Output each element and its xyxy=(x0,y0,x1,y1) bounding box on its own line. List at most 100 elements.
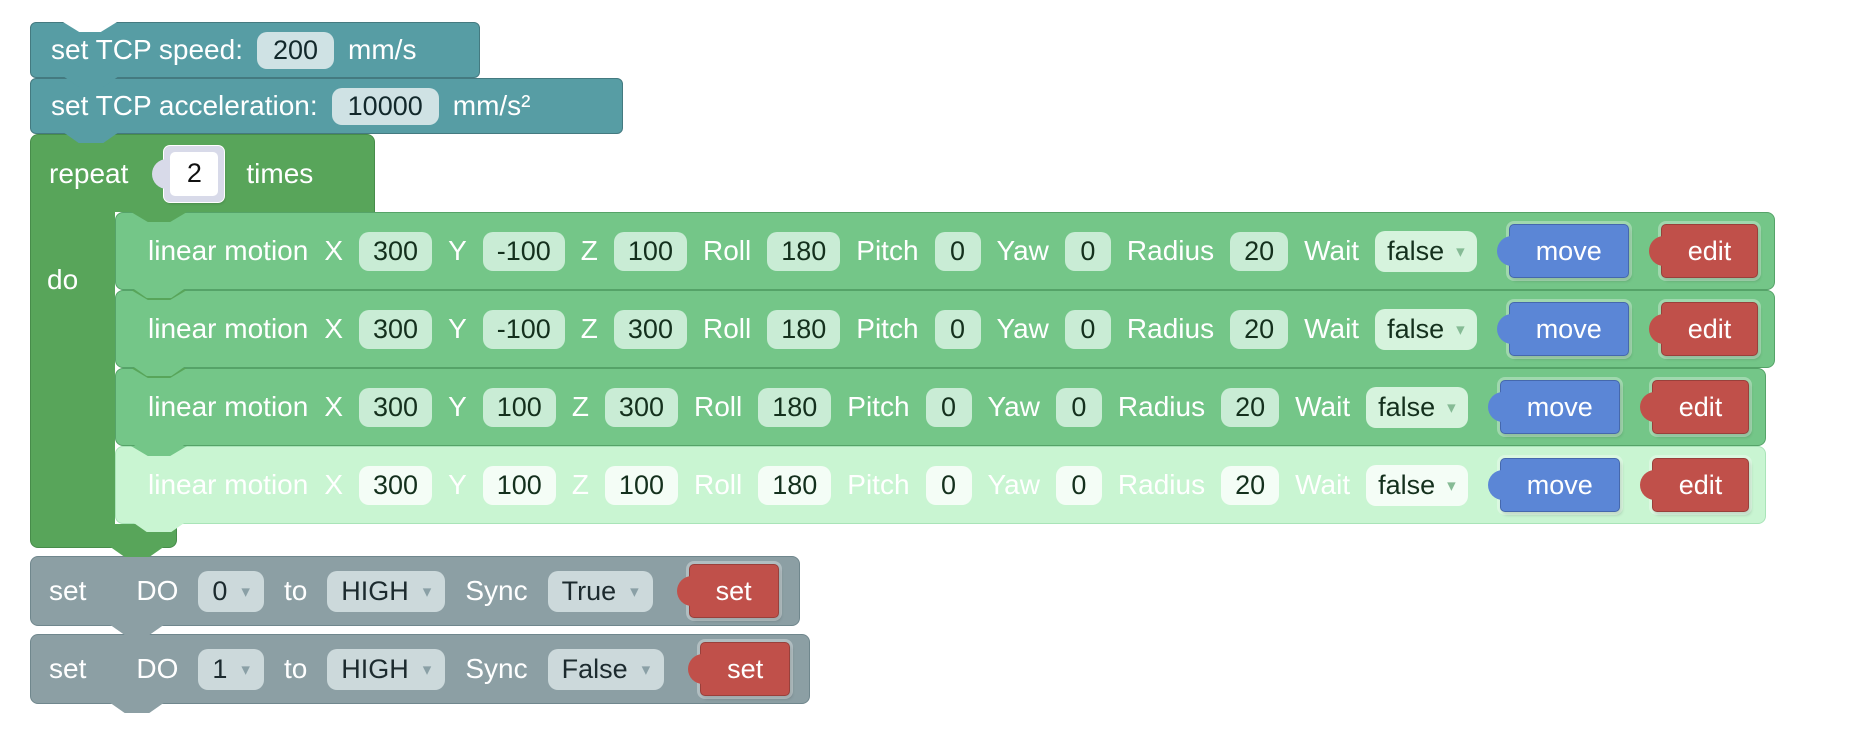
wait-dropdown[interactable]: false ▾ xyxy=(1375,230,1477,272)
x-field[interactable]: 300 xyxy=(359,231,433,271)
do-port-dropdown[interactable]: 1 ▾ xyxy=(198,648,264,690)
wait-dropdown[interactable]: false ▾ xyxy=(1375,308,1477,350)
edit-button[interactable]: edit xyxy=(1651,380,1750,434)
repeat-header[interactable]: repeat 2 times xyxy=(30,134,375,212)
radius-field[interactable]: 20 xyxy=(1221,465,1280,505)
roll-label: Roll xyxy=(702,313,752,344)
yaw-label: Yaw xyxy=(996,313,1049,344)
z-field[interactable]: 300 xyxy=(604,387,678,427)
block-set-tcp-acceleration[interactable]: set TCP acceleration: 10000 mm/s² xyxy=(30,78,623,143)
z-label: Z xyxy=(580,313,598,344)
wait-dropdown[interactable]: false ▾ xyxy=(1366,386,1468,428)
yaw-field[interactable]: 0 xyxy=(1064,231,1111,271)
sync-value: False xyxy=(561,653,628,684)
tcp-speed-value-field[interactable]: 200 xyxy=(256,31,335,69)
move-button[interactable]: move xyxy=(1508,224,1629,278)
z-label: Z xyxy=(571,469,589,500)
do-port-dropdown[interactable]: 0 ▾ xyxy=(198,570,264,612)
repeat-count-input[interactable]: 2 xyxy=(164,145,225,202)
pitch-label: Pitch xyxy=(856,313,919,344)
x-label: X xyxy=(324,235,343,266)
wait-value: false xyxy=(1387,313,1445,344)
x-field[interactable]: 300 xyxy=(359,309,433,349)
z-field[interactable]: 100 xyxy=(613,231,687,271)
y-field[interactable]: -100 xyxy=(482,231,565,271)
yaw-field[interactable]: 0 xyxy=(1064,309,1111,349)
edit-button[interactable]: edit xyxy=(1651,458,1750,512)
connector-tab xyxy=(131,521,187,532)
z-field[interactable]: 300 xyxy=(613,309,687,349)
block-set-do-1[interactable]: set DO 1 ▾ to HIGH ▾ Sync False ▾ set xyxy=(30,634,810,713)
wait-label: Wait xyxy=(1295,469,1351,500)
sync-dropdown[interactable]: False ▾ xyxy=(547,648,665,690)
level-dropdown[interactable]: HIGH ▾ xyxy=(327,570,446,612)
yaw-label: Yaw xyxy=(987,469,1040,500)
connector-tab xyxy=(131,365,187,376)
z-label: Z xyxy=(580,235,598,266)
pitch-label: Pitch xyxy=(847,391,910,422)
set-button[interactable]: set xyxy=(700,642,791,696)
wait-label: Wait xyxy=(1304,235,1360,266)
yaw-field[interactable]: 0 xyxy=(1055,387,1102,427)
roll-label: Roll xyxy=(693,469,743,500)
edit-button[interactable]: edit xyxy=(1660,224,1759,278)
wait-dropdown[interactable]: false ▾ xyxy=(1366,464,1468,506)
roll-field[interactable]: 180 xyxy=(767,309,841,349)
connector-tab xyxy=(63,76,119,87)
yaw-field[interactable]: 0 xyxy=(1055,465,1102,505)
move-button[interactable]: move xyxy=(1499,458,1620,512)
y-field[interactable]: 100 xyxy=(482,465,556,505)
level-dropdown[interactable]: HIGH ▾ xyxy=(327,648,446,690)
linear-motion-block[interactable]: linear motion X 300 Y 100 Z 300 Roll 180… xyxy=(115,368,1767,454)
roll-field[interactable]: 180 xyxy=(758,465,832,505)
pitch-field[interactable]: 0 xyxy=(925,465,972,505)
pitch-field[interactable]: 0 xyxy=(925,387,972,427)
y-field[interactable]: -100 xyxy=(482,309,565,349)
top-notch xyxy=(63,22,117,32)
z-field[interactable]: 100 xyxy=(604,465,678,505)
roll-label: Roll xyxy=(702,235,752,266)
wait-label: Wait xyxy=(1304,313,1360,344)
y-field[interactable]: 100 xyxy=(482,387,556,427)
dropdown-arrow-icon: ▾ xyxy=(422,581,432,601)
roll-field[interactable]: 180 xyxy=(767,231,841,271)
radius-field[interactable]: 20 xyxy=(1230,309,1289,349)
connector-tab xyxy=(63,132,119,143)
tcp-speed-label: set TCP speed: xyxy=(51,34,243,65)
dropdown-arrow-icon: ▾ xyxy=(641,659,651,679)
linear-motion-block[interactable]: linear motion X 300 Y -100 Z 300 Roll 18… xyxy=(115,290,1776,376)
motion-label: linear motion xyxy=(148,235,309,266)
do-port-value: 0 xyxy=(212,575,228,606)
repeat-body: do linear motion X 300 Y -100 Z 100 Roll… xyxy=(30,212,1776,532)
move-button[interactable]: move xyxy=(1508,302,1629,356)
y-label: Y xyxy=(448,469,467,500)
block-set-do-0[interactable]: set DO 0 ▾ to HIGH ▾ Sync True ▾ set xyxy=(30,556,800,635)
move-button[interactable]: move xyxy=(1499,380,1620,434)
x-field[interactable]: 300 xyxy=(359,465,433,505)
connector-tab xyxy=(109,702,165,713)
yaw-label: Yaw xyxy=(987,391,1040,422)
radius-field[interactable]: 20 xyxy=(1221,387,1280,427)
tcp-accel-value-field[interactable]: 10000 xyxy=(331,87,439,125)
sync-dropdown[interactable]: True ▾ xyxy=(547,570,653,612)
pitch-label: Pitch xyxy=(856,235,919,266)
pitch-field[interactable]: 0 xyxy=(934,231,981,271)
roll-field[interactable]: 180 xyxy=(758,387,832,427)
repeat-count-value[interactable]: 2 xyxy=(170,151,219,196)
set-button[interactable]: set xyxy=(688,564,779,618)
x-field[interactable]: 300 xyxy=(359,387,433,427)
connector-tab xyxy=(131,287,187,298)
motion-label: linear motion xyxy=(148,469,309,500)
radius-label: Radius xyxy=(1117,391,1206,422)
tcp-accel-unit: mm/s² xyxy=(452,90,531,121)
block-repeat[interactable]: repeat 2 times do linear motion X 300 Y … xyxy=(30,134,1776,557)
pitch-field[interactable]: 0 xyxy=(934,309,981,349)
radius-label: Radius xyxy=(1117,469,1206,500)
linear-motion-block[interactable]: linear motion X 300 Y -100 Z 100 Roll 18… xyxy=(115,212,1776,298)
x-label: X xyxy=(324,391,343,422)
linear-motion-block-highlighted[interactable]: linear motion X 300 Y 100 Z 100 Roll 180… xyxy=(115,446,1767,532)
block-set-tcp-speed[interactable]: set TCP speed: 200 mm/s xyxy=(30,22,480,87)
edit-button[interactable]: edit xyxy=(1660,302,1759,356)
level-value: HIGH xyxy=(341,653,409,684)
radius-field[interactable]: 20 xyxy=(1230,231,1289,271)
